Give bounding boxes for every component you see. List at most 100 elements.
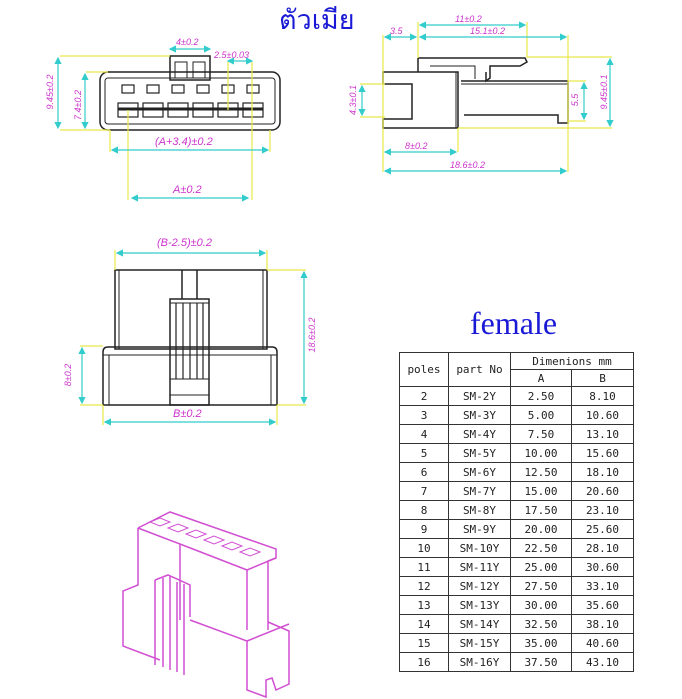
cell-a: 37.50 xyxy=(510,652,572,672)
cell-poles: 2 xyxy=(399,386,449,406)
cell-a: 2.50 xyxy=(510,386,572,406)
cell-b: 30.60 xyxy=(571,557,634,577)
cell-b: 38.10 xyxy=(571,614,634,634)
cell-a: 25.00 xyxy=(510,557,572,577)
cell-poles: 5 xyxy=(399,443,449,463)
dim-latch-width: 4±0.2 xyxy=(176,37,199,47)
dim-latch-length: 11±0.2 xyxy=(455,14,482,24)
cell-part: SM-14Y xyxy=(448,614,511,634)
cell-b: 15.60 xyxy=(571,443,634,463)
cell-b: 33.10 xyxy=(571,576,634,596)
cell-poles: 15 xyxy=(399,633,449,653)
cell-part: SM-9Y xyxy=(448,519,511,539)
cell-poles: 7 xyxy=(399,481,449,501)
cell-part: SM-8Y xyxy=(448,500,511,520)
cell-part: SM-2Y xyxy=(448,386,511,406)
isometric-view xyxy=(122,511,290,699)
dim-entry-height: 4.3±0.1 xyxy=(348,85,358,115)
top-view-dimension-lines xyxy=(78,249,308,426)
cell-a: 15.00 xyxy=(510,481,572,501)
header-part-no: part No xyxy=(448,352,511,387)
cell-b: 25.60 xyxy=(571,519,634,539)
cell-b: 23.10 xyxy=(571,500,634,520)
dim-body-length: 15.1±0.2 xyxy=(470,26,505,36)
front-view-dimension-lines xyxy=(54,45,271,202)
cell-part: SM-6Y xyxy=(448,462,511,482)
dim-top-width: (B-2.5)±0.2 xyxy=(157,237,212,249)
dim-base-height: 8±0.2 xyxy=(63,363,73,387)
cell-poles: 4 xyxy=(399,424,449,444)
cell-b: 35.60 xyxy=(571,595,634,615)
side-view-dimension-lines xyxy=(358,21,614,175)
cell-part: SM-10Y xyxy=(448,538,511,558)
header-dimensions: Dimenions mm xyxy=(510,352,634,370)
cell-b: 8.10 xyxy=(571,386,634,406)
front-view xyxy=(99,55,281,131)
title-thai: ตัวเมีย xyxy=(279,5,355,36)
dim-front-height-total: 9.45±0.2 xyxy=(45,74,55,110)
cell-b: 28.10 xyxy=(571,538,634,558)
cell-b: 20.60 xyxy=(571,481,634,501)
header-a: A xyxy=(510,369,572,387)
cell-b: 10.60 xyxy=(571,405,634,425)
dim-width-a: A±0.2 xyxy=(173,184,202,196)
cell-poles: 10 xyxy=(399,538,449,558)
cell-part: SM-12Y xyxy=(448,576,511,596)
dim-front-height-body: 7.4±0.2 xyxy=(73,90,83,120)
dim-total-length: 18.6±0.2 xyxy=(450,160,485,170)
dim-pitch: 2.5±0.03 xyxy=(214,50,249,60)
cell-part: SM-11Y xyxy=(448,557,511,577)
cell-a: 17.50 xyxy=(510,500,572,520)
dim-front-length: 8±0.2 xyxy=(405,141,428,151)
cell-poles: 8 xyxy=(399,500,449,520)
dim-top-height-total: 18.6±0.2 xyxy=(307,317,317,353)
cell-b: 18.10 xyxy=(571,462,634,482)
cell-poles: 12 xyxy=(399,576,449,596)
cell-a: 30.00 xyxy=(510,595,572,615)
dim-front-offset: 3.5 xyxy=(390,26,403,36)
cell-b: 40.60 xyxy=(571,633,634,653)
cell-part: SM-4Y xyxy=(448,424,511,444)
cell-poles: 11 xyxy=(399,557,449,577)
cell-a: 27.50 xyxy=(510,576,572,596)
cell-a: 7.50 xyxy=(510,424,572,444)
cell-a: 10.00 xyxy=(510,443,572,463)
side-view xyxy=(382,57,569,129)
cell-a: 5.00 xyxy=(510,405,572,425)
dim-side-height-total: 9.45±0.1 xyxy=(599,74,609,110)
header-b: B xyxy=(571,369,634,387)
cell-part: SM-7Y xyxy=(448,481,511,501)
cell-a: 20.00 xyxy=(510,519,572,539)
cell-a: 12.50 xyxy=(510,462,572,482)
cell-poles: 13 xyxy=(399,595,449,615)
cell-poles: 9 xyxy=(399,519,449,539)
cell-poles: 6 xyxy=(399,462,449,482)
cell-part: SM-3Y xyxy=(448,405,511,425)
top-view xyxy=(102,269,278,406)
dim-width-b: B±0.2 xyxy=(173,408,202,420)
dim-outer-width: (A+3.4)±0.2 xyxy=(155,136,213,148)
cell-a: 35.00 xyxy=(510,633,572,653)
cell-poles: 16 xyxy=(399,652,449,672)
header-poles: poles xyxy=(399,352,449,387)
dim-inner-height: 5.5 xyxy=(570,93,580,107)
cell-part: SM-13Y xyxy=(448,595,511,615)
cell-b: 13.10 xyxy=(571,424,634,444)
cell-part: SM-16Y xyxy=(448,652,511,672)
